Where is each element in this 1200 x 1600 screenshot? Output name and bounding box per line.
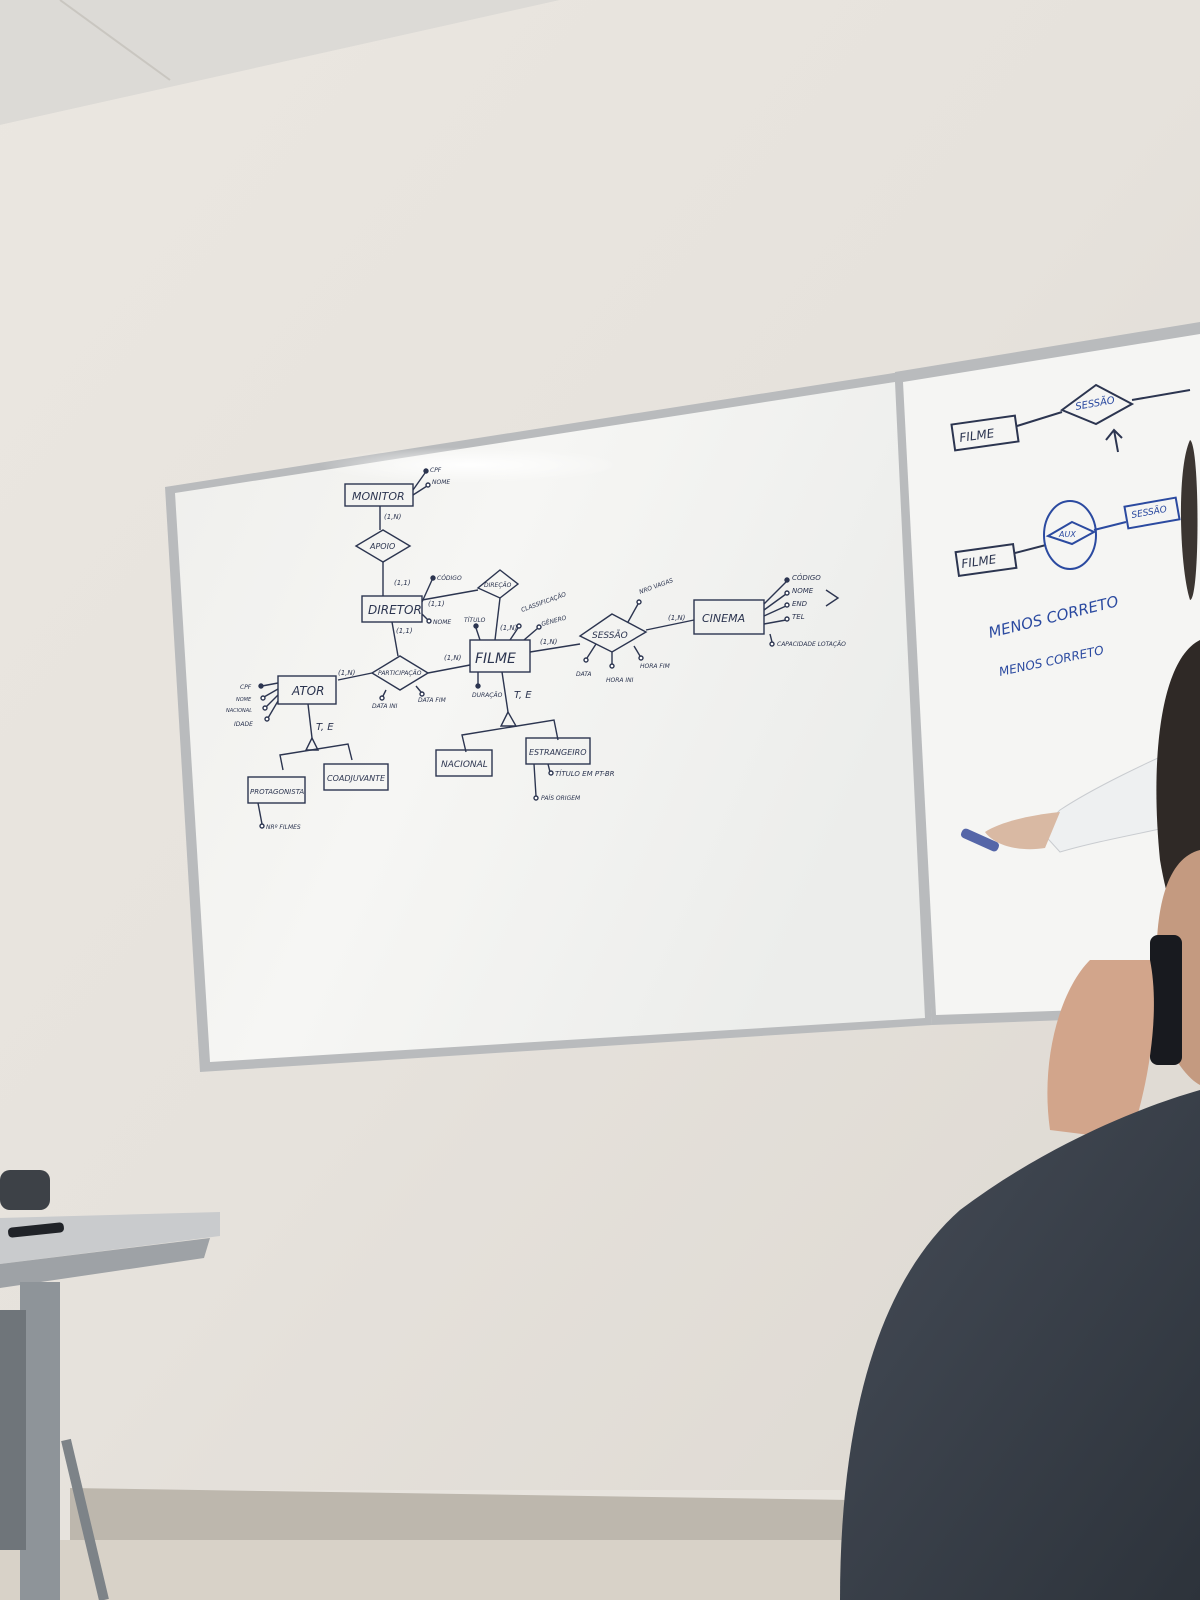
card-monitor-apoio: (1,N) xyxy=(384,513,402,521)
spec-filme-label: T, E xyxy=(514,690,532,701)
entity-nacional-label: NACIONAL xyxy=(441,760,488,770)
left-whiteboard xyxy=(165,372,932,1072)
attr-ator-idade: IDADE xyxy=(234,721,253,728)
attr-monitor-nome: NOME xyxy=(432,479,450,486)
attr-cinema-end: END xyxy=(792,600,808,608)
rel-apoio-label: APOIO xyxy=(369,542,395,551)
baseboard xyxy=(70,1488,850,1545)
floor xyxy=(0,1540,900,1600)
attr-cinema-nome: NOME xyxy=(792,587,814,595)
entity-diretor-label: DIRETOR xyxy=(368,603,422,617)
entity-ator-label: ATOR xyxy=(291,684,324,698)
entity-cinema-label: CINEMA xyxy=(702,612,745,625)
entity-estrangeiro-label: ESTRANGEIRO xyxy=(529,748,587,757)
attr-diretor-codigo: CÓDIGO xyxy=(437,575,462,582)
er-diagram xyxy=(247,468,840,829)
card-direcao-filme: (1,N) xyxy=(500,624,518,632)
entity-filme xyxy=(469,639,531,673)
entity-filme-label: FILME xyxy=(475,651,516,667)
entity-cinema xyxy=(693,599,765,635)
attr-filme-titulo: TÍTULO xyxy=(464,617,486,624)
card-diretor-participacao: (1,1) xyxy=(396,627,413,635)
entity-monitor-label: MONITOR xyxy=(352,490,405,503)
rel-participacao xyxy=(370,655,430,691)
attr-cinema-codigo: CÓDIGO xyxy=(792,573,821,582)
marker xyxy=(960,828,1000,852)
attr-diretor-nome: NOME xyxy=(433,619,451,626)
rel-sessao-label: SESSÃO xyxy=(592,630,628,641)
attr-sessao-data: DATA xyxy=(576,671,592,678)
rel-participacao-label: PARTICIPAÇÃO xyxy=(378,670,422,677)
entity-protagonista xyxy=(247,776,306,804)
card-sessao-cinema: (1,N) xyxy=(668,614,686,622)
desk-marker xyxy=(8,1222,64,1238)
right-rel-aux xyxy=(1045,520,1097,546)
right-circle xyxy=(1043,500,1097,570)
entity-coadjuvante xyxy=(323,763,389,791)
phone xyxy=(1150,935,1182,1065)
card-ator-participacao: (1,N) xyxy=(338,669,356,677)
attr-sessao-hora-fim: HORA FIM xyxy=(640,663,671,670)
card-apoio-diretor: (1,1) xyxy=(394,579,411,587)
desk xyxy=(0,1170,220,1600)
rel-direcao-label: DIREÇÃO xyxy=(484,582,512,589)
attr-sessao-hora-ini: HORA INI xyxy=(606,677,634,684)
entity-estrangeiro xyxy=(525,737,591,765)
right-entity-filme-1 xyxy=(950,414,1020,452)
entity-nacional xyxy=(435,749,493,777)
entity-protagonista-label: PROTAGONISTA xyxy=(250,788,304,796)
right-filme-2-label: FILME xyxy=(960,552,997,571)
entity-ator xyxy=(277,675,337,705)
attr-ator-nome: NOME xyxy=(236,697,252,703)
attr-estrangeiro-titulo: TÍTULO EM PT-BR xyxy=(555,769,615,778)
card-diretor-direcao: (1,1) xyxy=(428,600,445,608)
attr-ator-cpf: CPF xyxy=(240,684,252,691)
attr-filme-duracao: DURAÇÃO xyxy=(472,692,503,699)
instructor-head xyxy=(1180,440,1198,600)
card-filme-sessao: (1,N) xyxy=(540,638,558,646)
right-filme-1-label: FILME xyxy=(958,426,995,445)
attr-participacao-data-ini: DATA INI xyxy=(372,703,398,710)
attr-estrangeiro-pais: PAÍS ORIGEM xyxy=(541,795,581,802)
right-board-drawing xyxy=(950,383,1191,578)
right-whiteboard xyxy=(895,322,1200,1025)
attr-ator-nacional: NACIONAL xyxy=(226,708,252,714)
card-participacao-filme: (1,N) xyxy=(444,654,462,662)
right-rel-sessao xyxy=(1059,383,1135,426)
hand xyxy=(1047,960,1154,1140)
jacket xyxy=(840,1090,1200,1600)
right-aux-label: AUX xyxy=(1058,530,1076,539)
right-entity-filme-2 xyxy=(954,542,1018,578)
attr-monitor-cpf: CPF xyxy=(430,467,442,474)
entity-coadjuvante-label: COADJUVANTE xyxy=(327,774,386,783)
foreground-person xyxy=(840,640,1200,1600)
spec-ator-label: T, E xyxy=(316,722,334,733)
attr-cinema-tel: TEL xyxy=(792,613,805,621)
right-entity-sessao xyxy=(1123,496,1181,530)
attr-protagonista-nr-filmes: NRº FILMES xyxy=(266,824,301,831)
attr-cinema-capacidade: CAPACIDADE LOTAÇÃO xyxy=(777,641,846,648)
attr-participacao-data-fim: DATA FIM xyxy=(418,697,447,704)
